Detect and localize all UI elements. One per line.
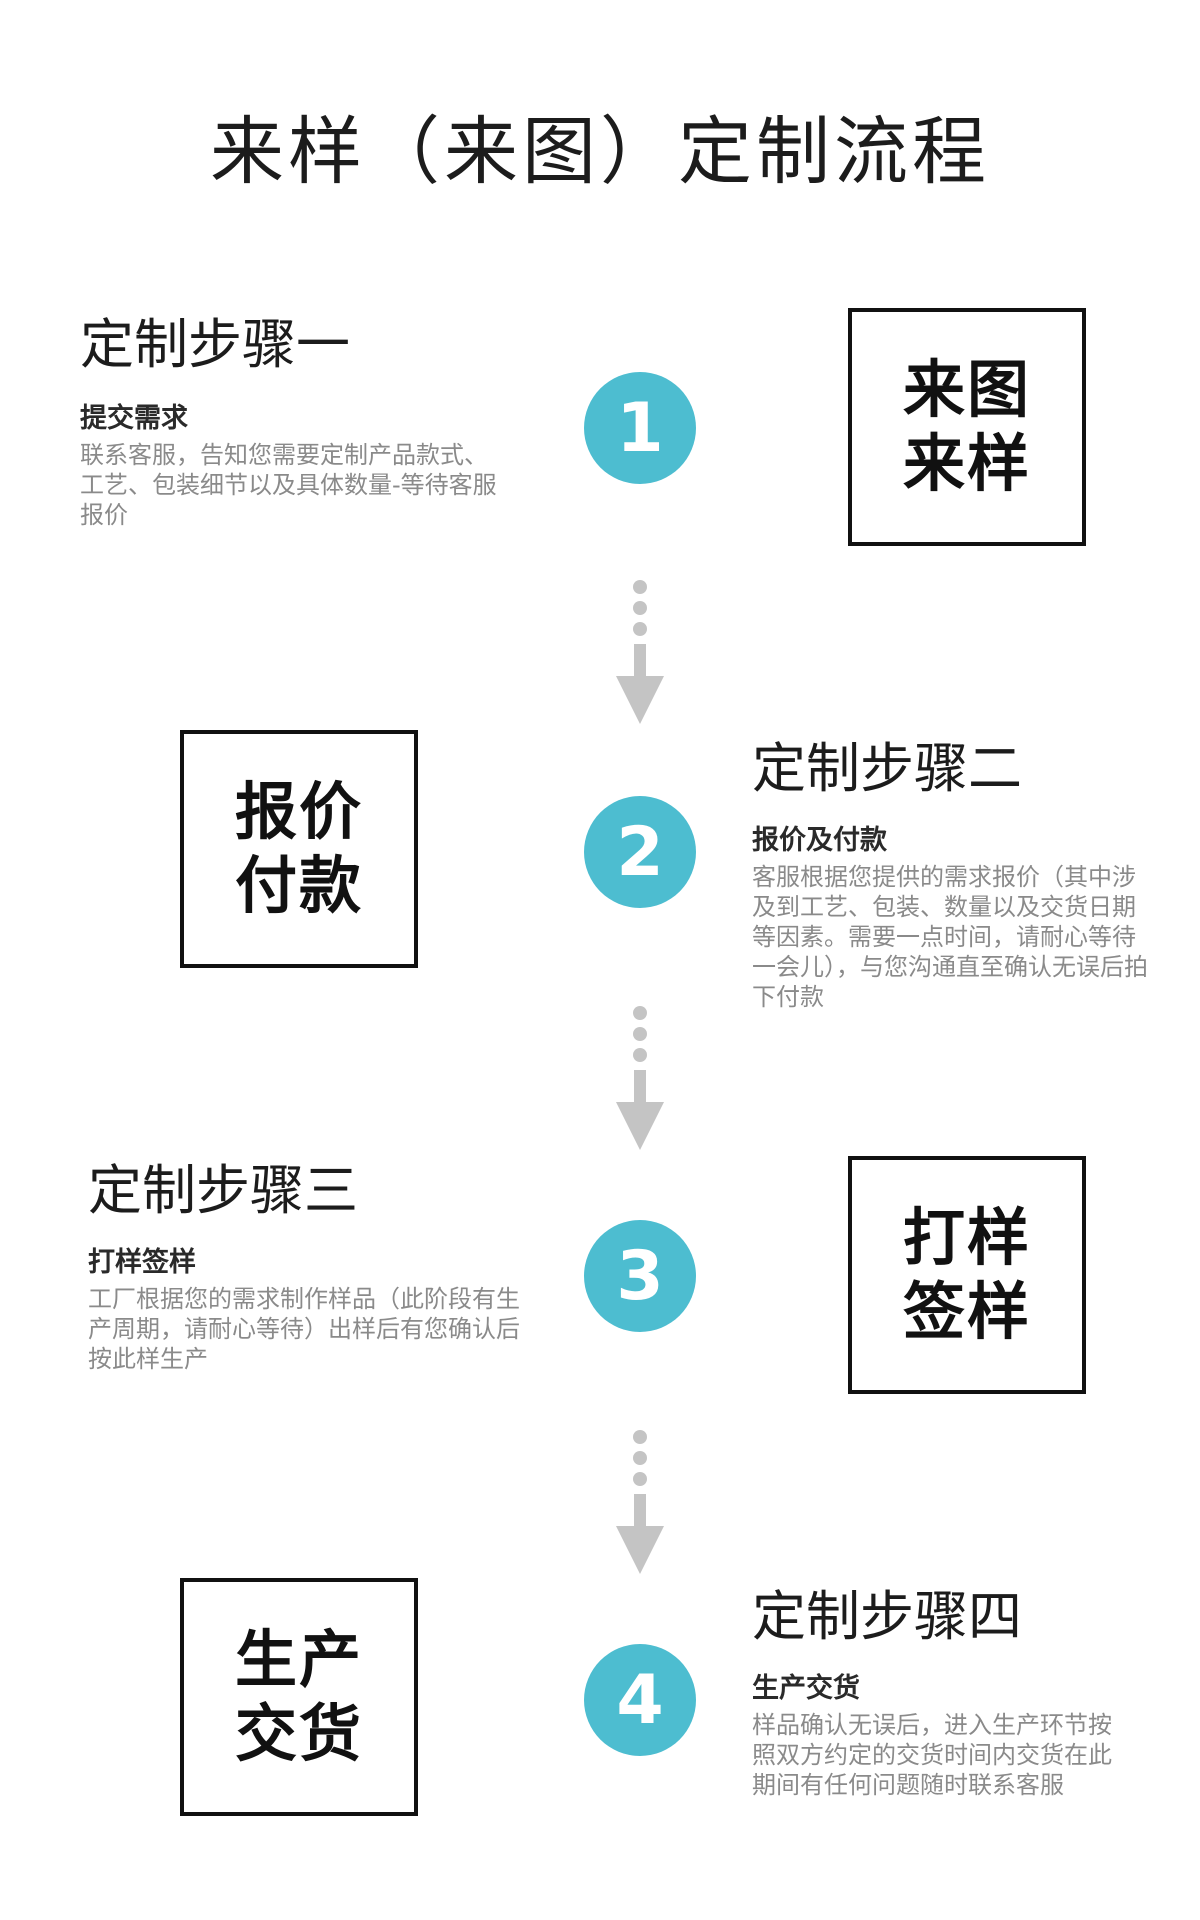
step-subtitle: 提交需求 <box>80 403 188 434</box>
step-description: 联系客服，告知您需要定制产品款式、工艺、包装细节以及具体数量-等待客服报价 <box>80 441 497 529</box>
step-number-circle: 3 <box>584 1220 696 1332</box>
page-title: 来样（来图）定制流程 <box>210 109 990 195</box>
dotted-down-arrow-icon <box>616 580 664 724</box>
dotted-down-arrow-icon <box>616 1006 664 1150</box>
step-box-text: 生产交货 <box>234 1623 363 1770</box>
step-box-text: 来图来样 <box>902 353 1031 500</box>
step-box: 来图来样 <box>848 308 1086 546</box>
step-box-text: 打样签样 <box>902 1201 1031 1348</box>
step-box: 打样签样 <box>848 1156 1086 1394</box>
step-heading: 定制步骤四 <box>752 1585 1022 1648</box>
step-description: 客服根据您提供的需求报价（其中涉及到工艺、包装、数量以及交货日期等因素。需要一点… <box>752 863 1148 1011</box>
step-subtitle: 打样签样 <box>88 1247 196 1278</box>
step-description: 工厂根据您的需求制作样品（此阶段有生产周期，请耐心等待）出样后有您确认后按此样生… <box>88 1285 520 1373</box>
step-subtitle: 生产交货 <box>752 1673 860 1704</box>
step-heading: 定制步骤一 <box>80 313 350 376</box>
step-box: 生产交货 <box>180 1578 418 1816</box>
step-subtitle: 报价及付款 <box>752 825 887 856</box>
step-description: 样品确认无误后，进入生产环节按照双方约定的交货时间内交货在此期间有任何问题随时联… <box>752 1711 1112 1799</box>
dotted-down-arrow-icon <box>616 1430 664 1574</box>
step-box-text: 报价付款 <box>234 775 363 922</box>
step-number-circle: 4 <box>584 1644 696 1756</box>
step-number-circle: 1 <box>584 372 696 484</box>
step-heading: 定制步骤三 <box>88 1159 358 1222</box>
step-number-circle: 2 <box>584 796 696 908</box>
step-heading: 定制步骤二 <box>752 737 1022 800</box>
step-box: 报价付款 <box>180 730 418 968</box>
